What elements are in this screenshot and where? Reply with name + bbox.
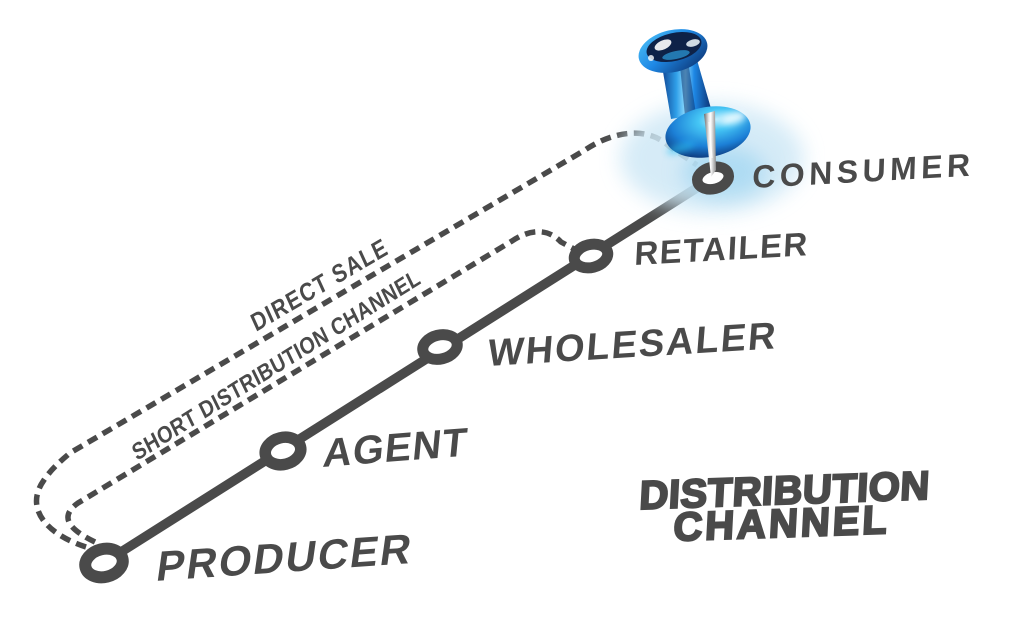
- main-channel-line: [97, 172, 719, 569]
- pushpin-needle: [704, 111, 716, 177]
- base-specular: [720, 111, 746, 125]
- retailer-node-ring: [568, 238, 614, 274]
- agent-node-ring: [259, 431, 307, 471]
- wholesaler-label: WHOLESALER: [486, 314, 779, 375]
- diagram-title: DISTRIBUTION CHANNEL: [637, 463, 932, 551]
- retailer-label: RETAILER: [634, 226, 810, 273]
- cap-highlight: [654, 39, 672, 51]
- cap-rim-light: [662, 50, 690, 60]
- title-line-2: CHANNEL: [672, 498, 891, 550]
- producer-label: PRODUCER: [154, 525, 416, 590]
- wholesaler-node-ring: [417, 329, 463, 365]
- base-rim-light: [666, 141, 696, 155]
- blue-pushpin-icon: [638, 29, 751, 177]
- cap-glint: [648, 55, 654, 61]
- producer-node-ring: [79, 542, 129, 584]
- short-distribution-dashed-line: [65, 229, 580, 545]
- needle-glint: [708, 121, 713, 159]
- labels: PRODUCER AGENT WHOLESALER RETAILER CONSU…: [128, 147, 975, 590]
- node-rings: [79, 161, 735, 584]
- cap-highlight-2: [686, 39, 700, 47]
- agent-label: AGENT: [321, 420, 470, 477]
